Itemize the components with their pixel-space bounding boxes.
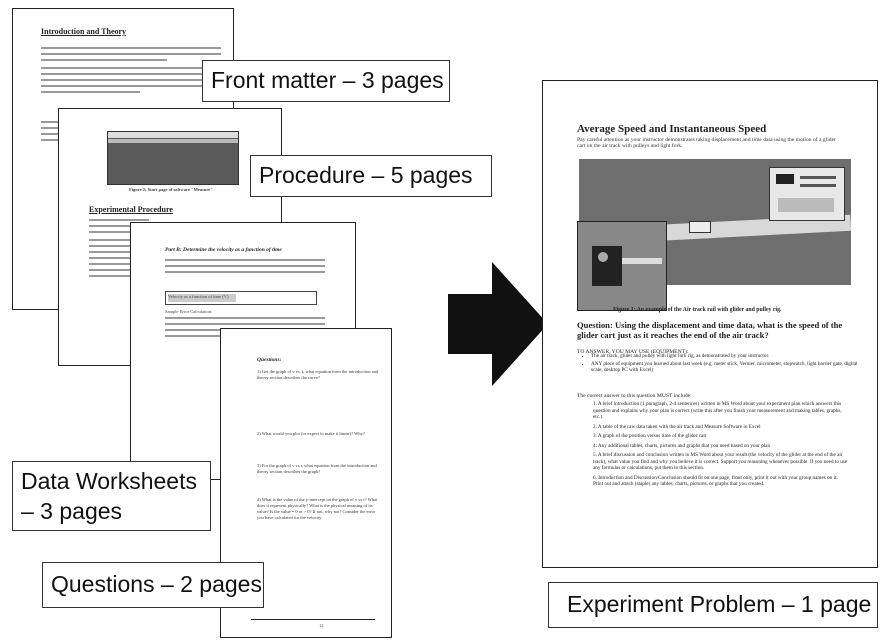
requirements-list: 1. A brief introduction (1 paragraph, 2-…: [593, 401, 849, 491]
questions-page-number: 12: [319, 623, 324, 628]
experiment-figure-caption: Figure 1: An example of the Air track ra…: [613, 307, 782, 313]
requirement-item: 3. A graph of the position versus time o…: [593, 433, 707, 439]
question-item-4: 4) What is the value of the y-intercept …: [257, 497, 378, 520]
questions-heading: Questions:: [257, 357, 282, 363]
worksheet-text-lines: [165, 259, 325, 277]
experiment-title: Average Speed and Instantaneous Speed: [577, 123, 767, 135]
front-page-text-lines: [41, 47, 221, 97]
equipment-item: The air track, glider and pulley with li…: [591, 353, 863, 360]
right-arrow-icon: [448, 262, 548, 386]
question-item-3: 3) For the graph of v vs t, what equatio…: [257, 463, 377, 474]
experiment-question: Question: Using the displacement and tim…: [577, 320, 843, 340]
requirement-item: 5. A brief discussion and conclusion wri…: [593, 452, 848, 471]
procedure-text-lines: [89, 219, 149, 281]
light-fork-photo-inset: [577, 221, 667, 311]
label-questions: Questions – 2 pages: [42, 562, 264, 608]
label-front-matter-text: Front matter – 3 pages: [211, 67, 444, 93]
label-questions-text: Questions – 2 pages: [51, 571, 262, 597]
requirement-item: 2. A table of the raw data taken with th…: [593, 423, 761, 430]
label-procedure: Procedure – 5 pages: [250, 155, 492, 197]
question-item-1: 1) Get the graph of v vs. t, what equati…: [257, 369, 379, 380]
experiment-problem-page: Average Speed and Instantaneous Speed Pa…: [542, 80, 878, 568]
label-data-worksheets-line1: Data Worksheets: [21, 468, 197, 494]
requirement-item: 6. Introduction and Discussion/Conclusio…: [593, 474, 838, 488]
equipment-list: The air track, glider and pulley with li…: [577, 353, 863, 377]
questions-footer-rule: [251, 619, 375, 620]
requirement-item: 1. A brief introduction (1 paragraph, 2-…: [593, 401, 842, 420]
worksheet-table-header: Velocity as a function of time (V): [168, 294, 236, 302]
experiment-must-include: The correct answer to this question MUST…: [577, 393, 692, 399]
label-data-worksheets: Data Worksheets – 3 pages: [12, 461, 211, 531]
label-procedure-text: Procedure – 5 pages: [259, 162, 473, 188]
label-experiment-problem-text: Experiment Problem – 1 page: [567, 591, 872, 617]
equipment-item: ANY piece of equipment you learned about…: [591, 361, 863, 374]
requirement-item: 4. Any additional tables, charts, pictur…: [593, 442, 771, 449]
worksheet-subheading: Sample Error Calculation:: [165, 309, 213, 314]
front-page-heading: Introduction and Theory: [41, 27, 127, 36]
label-data-worksheets-line2: – 3 pages: [21, 498, 123, 524]
procedure-figure-caption: Figure 2: Start page of software "Measur…: [129, 187, 213, 192]
procedure-heading: Experimental Procedure: [89, 205, 173, 214]
experiment-intro: Pay careful attention as your instructor…: [577, 137, 836, 150]
software-screenshot: [107, 131, 239, 185]
question-item-2: 2) What would you plot (or expect to mak…: [257, 431, 365, 436]
worksheet-table: Velocity as a function of time (V): [165, 291, 317, 305]
label-experiment-problem: Experiment Problem – 1 page: [548, 582, 878, 628]
experiment-to-answer: TO ANSWER, YOU MAY USE (EQUIPMENT):: [577, 349, 689, 355]
label-front-matter: Front matter – 3 pages: [202, 60, 450, 102]
worksheet-heading: Part B: Determine the velocity as a func…: [165, 247, 282, 253]
